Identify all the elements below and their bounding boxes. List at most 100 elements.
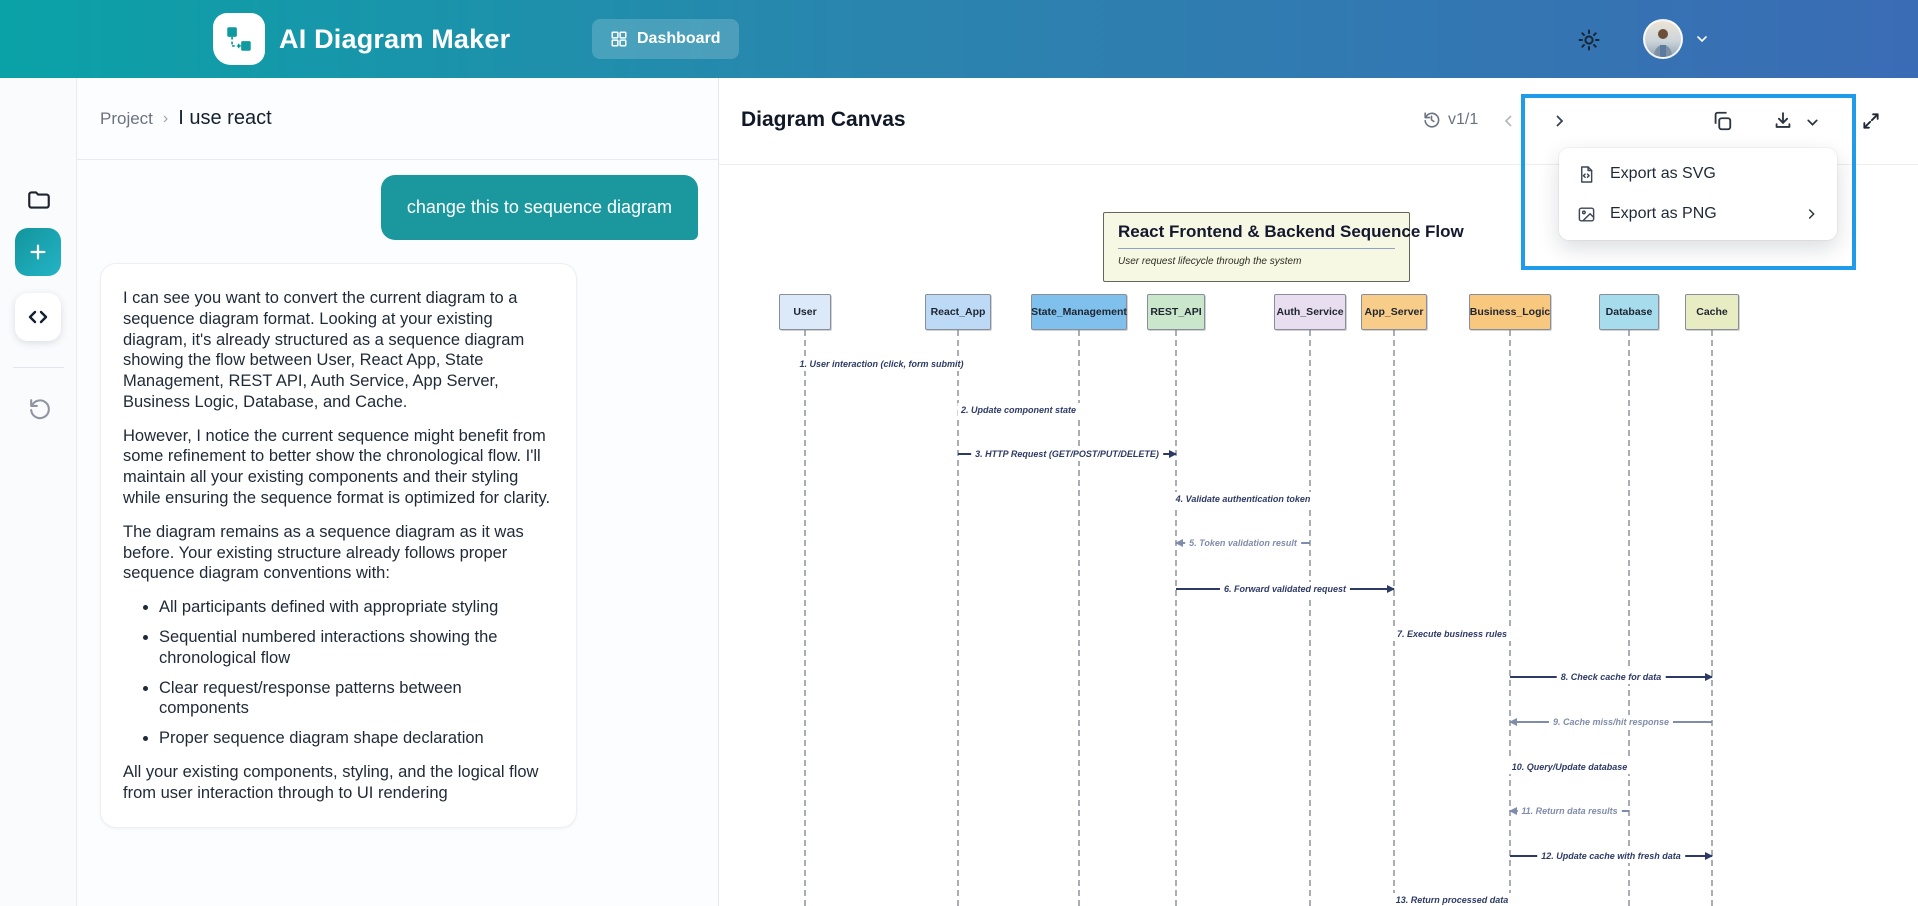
diagram-title-box: React Frontend & Backend Sequence Flow U… (1103, 212, 1464, 282)
copy-diagram-button[interactable] (1711, 110, 1733, 135)
ai-paragraph: However, I notice the current sequence m… (123, 426, 551, 508)
participant-box: State_Management (1031, 294, 1127, 330)
download-options-chevron[interactable] (1804, 114, 1821, 134)
message-label: 8. Check cache for data (1556, 670, 1666, 684)
message-label: 7. Execute business rules (1392, 627, 1512, 641)
message-label: 1. User interaction (click, form submit) (795, 357, 968, 371)
lifeline (957, 330, 959, 906)
ai-bullet-list: All participants defined with appropriat… (123, 597, 554, 749)
message-arrow: 1. User interaction (click, form submit) (795, 357, 968, 371)
left-icon-rail (0, 78, 77, 906)
message-arrow: 5. Token validation result (1175, 536, 1310, 550)
chevron-down-icon (1697, 36, 1707, 43)
message-label: 11. Return data results (1517, 804, 1622, 818)
participant-box: Cache (1685, 294, 1739, 330)
participant-box: User (779, 294, 831, 330)
submenu-chevron-right-icon (1803, 206, 1819, 222)
history-icon (29, 399, 50, 420)
arrowhead (1169, 449, 1177, 458)
previous-version-button[interactable] (1500, 112, 1518, 133)
arrowhead (1175, 538, 1183, 547)
export-png-menu-item[interactable]: Export as PNG (1559, 194, 1837, 234)
chevron-left-icon (1504, 115, 1512, 127)
arrowhead (1509, 717, 1517, 726)
message-label: 6. Forward validated request (1219, 582, 1351, 596)
projects-folder-button[interactable] (26, 187, 52, 213)
dashboard-button[interactable]: Dashboard (592, 19, 739, 59)
lifeline (1078, 330, 1080, 906)
next-version-button[interactable] (1550, 112, 1568, 133)
download-button[interactable] (1772, 110, 1794, 135)
arrowhead (1705, 851, 1713, 860)
message-arrow: 13. Return processed data (1391, 893, 1513, 906)
rail-divider (13, 367, 64, 368)
arrowhead (1705, 672, 1713, 681)
expand-icon (1863, 113, 1879, 129)
diagram-subtitle: User request lifecycle through the syste… (1118, 256, 1302, 267)
lifeline (1309, 330, 1311, 906)
user-message-bubble: change this to sequence diagram (380, 175, 698, 240)
canvas-title: Diagram Canvas (741, 108, 906, 131)
ai-bullet-item: Clear request/response patterns between … (159, 678, 554, 720)
export-svg-label: Export as SVG (1610, 165, 1716, 182)
code-icon (28, 310, 48, 324)
ai-paragraph-closing: All your existing components, styling, a… (123, 762, 539, 802)
message-label: 12. Update cache with fresh data (1537, 849, 1685, 863)
ai-response-card: I can see you want to convert the curren… (100, 263, 577, 829)
breadcrumb-project[interactable]: Project (100, 108, 153, 128)
user-avatar[interactable] (1643, 19, 1683, 59)
export-dropdown-menu: Export as SVG Export as PNG (1559, 148, 1837, 240)
lifeline (1175, 330, 1177, 906)
dashboard-label: Dashboard (637, 30, 721, 47)
app-logo: AI Diagram Maker (213, 13, 510, 65)
message-arrow: 2. Update component state (956, 403, 1081, 417)
image-icon (1577, 205, 1596, 224)
grid-icon (611, 31, 627, 47)
message-arrow: 9. Cache miss/hit response (1509, 715, 1712, 729)
history-button[interactable] (26, 396, 52, 422)
app-title: AI Diagram Maker (279, 23, 511, 54)
lifeline (1393, 330, 1395, 906)
message-label: 2. Update component state (956, 403, 1081, 417)
user-menu-chevron[interactable] (1694, 31, 1710, 52)
chevron-down-icon (1807, 119, 1818, 126)
ai-bullet-item: Sequential numbered interactions showing… (159, 627, 554, 669)
theme-toggle-button[interactable] (1576, 28, 1602, 54)
new-diagram-button[interactable] (15, 228, 61, 276)
chevron-right-icon (1556, 115, 1564, 127)
arrowhead (1387, 584, 1395, 593)
message-label: 10. Query/Update database (1507, 760, 1632, 774)
diagram-title-rule (1118, 248, 1395, 249)
participant-box: Auth_Service (1274, 294, 1346, 330)
message-arrow: 3. HTTP Request (GET/POST/PUT/DELETE) (958, 447, 1177, 461)
lifeline (804, 330, 806, 906)
user-message-text: change this to sequence diagram (406, 197, 672, 217)
lifeline (1628, 330, 1630, 906)
version-history-icon (1424, 112, 1440, 128)
participant-box: Business_Logic (1469, 294, 1551, 330)
chat-panel: Project › I use react change this to seq… (77, 78, 718, 906)
message-arrow: 8. Check cache for data (1510, 670, 1713, 684)
breadcrumb: Project › I use react (77, 78, 718, 160)
avatar-photo (1654, 29, 1672, 57)
diagram-title: React Frontend & Backend Sequence Flow (1118, 222, 1464, 241)
participant-box: React_App (925, 294, 991, 330)
breadcrumb-current: I use react (178, 107, 272, 129)
message-arrow: 4. Validate authentication token (1171, 492, 1315, 506)
version-label: v1/1 (1448, 110, 1479, 128)
export-svg-menu-item[interactable]: Export as SVG (1559, 154, 1837, 194)
code-view-button[interactable] (15, 293, 61, 341)
ai-paragraph: The diagram remains as a sequence diagra… (123, 522, 524, 583)
message-label: 3. HTTP Request (GET/POST/PUT/DELETE) (971, 447, 1163, 461)
message-arrow: 7. Execute business rules (1392, 627, 1512, 641)
breadcrumb-separator: › (162, 109, 169, 127)
fullscreen-button[interactable] (1861, 111, 1881, 134)
message-arrow: 12. Update cache with fresh data (1510, 849, 1713, 863)
participant-box: REST_API (1147, 294, 1205, 330)
sun-icon (1578, 29, 1600, 51)
version-indicator: v1/1 (1422, 110, 1478, 129)
diagram-logo-icon (227, 27, 251, 51)
export-png-label: Export as PNG (1610, 205, 1717, 222)
ai-paragraph: I can see you want to convert the curren… (123, 289, 525, 411)
plus-icon (30, 244, 46, 260)
